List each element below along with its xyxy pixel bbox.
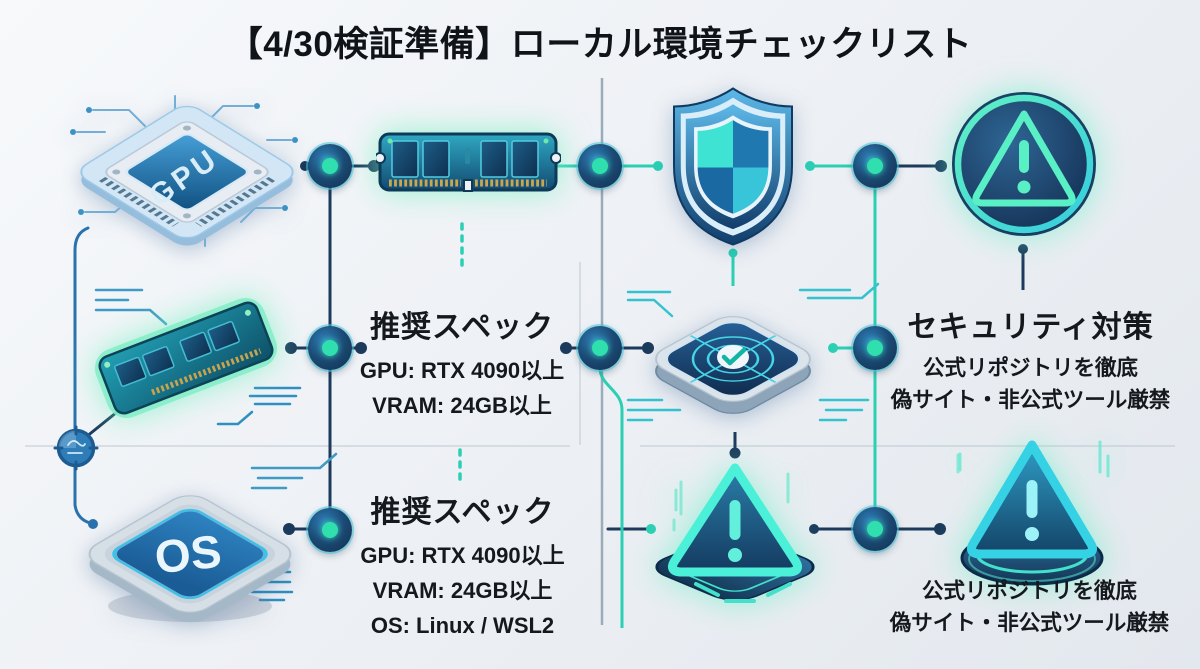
connector-node (308, 144, 352, 188)
connector-node (578, 144, 622, 188)
ram-stick-icon (376, 132, 561, 192)
spec-bottom-line-vram: VRAM: 24GB以上 (372, 577, 553, 603)
target-check-icon (655, 316, 811, 414)
compass-node-icon (53, 425, 99, 471)
spec-bottom-heading: 推奨スペック (370, 496, 555, 529)
gpu-chip-icon: GPU (70, 95, 298, 247)
neon-streaks (958, 440, 1110, 478)
connector-shield-target (728, 248, 738, 286)
security-top-line-fake: 偽サイト・非公式ツール厳禁 (890, 388, 1171, 413)
security-top-line-repo: 公式リポジトリを徹底 (922, 356, 1138, 380)
security-block-top: セキュリティ対策 公式リポジトリを徹底 偽サイト・非公式ツール厳禁 (878, 302, 1183, 417)
spec-top-heading: 推奨スペック (370, 311, 554, 344)
connector-node (853, 326, 897, 370)
connector-node (578, 326, 622, 370)
neon-streaks (672, 472, 790, 532)
connector-node (308, 326, 352, 370)
platform-edge-dashes (694, 582, 792, 603)
circuit-traces-decor (94, 282, 960, 602)
security-block-bottom: 公式リポジトリを徹底 偽サイト・非公式ツール厳禁 (872, 575, 1187, 640)
warning-circle-icon (952, 92, 1096, 236)
connector-node (853, 507, 897, 551)
spec-block-bottom: 推奨スペック GPU: RTX 4090以上 VRAM: 24GB以上 OS: … (335, 487, 590, 643)
security-bottom-line-repo: 公式リポジトリを徹底 (921, 579, 1137, 603)
security-shield-icon (673, 87, 793, 246)
curve-target-to-warning (598, 367, 624, 628)
dashed-connector-ram-spec (458, 222, 464, 482)
os-badge-icon: OS (88, 495, 292, 623)
warning-triangle-platform-icon (958, 440, 1110, 586)
page-title: 【4/30検証準備】ローカル環境チェックリスト (227, 25, 973, 64)
connector-circle-down (1018, 244, 1028, 290)
spec-bottom-line-gpu: GPU: RTX 4090以上 (360, 543, 565, 568)
spec-top-line-vram: VRAM: 24GB以上 (372, 392, 552, 418)
connector-target-warning (729, 432, 741, 459)
connector-node (308, 508, 352, 552)
gpu-circuit-traces (70, 95, 298, 247)
spec-top-line-gpu: GPU: RTX 4090以上 (359, 358, 565, 383)
spec-block-top: 推奨スペック GPU: RTX 4090以上 VRAM: 24GB以上 (338, 302, 586, 424)
security-heading: セキュリティ対策 (907, 311, 1154, 344)
connector-node (853, 144, 897, 188)
warning-triangle-platform-icon (655, 463, 815, 603)
spec-bottom-line-os: OS: Linux / WSL2 (370, 612, 555, 638)
ram-module-icon (94, 297, 278, 419)
security-bottom-line-fake: 偽サイト・非公式ツール厳禁 (889, 611, 1170, 636)
os-badge-label: OS (152, 525, 224, 584)
